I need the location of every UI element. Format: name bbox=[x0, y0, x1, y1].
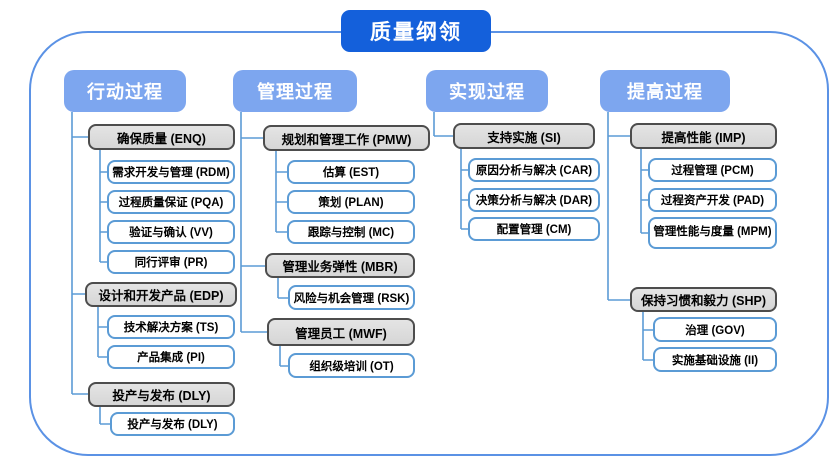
group-box-mwf: 管理员工 (MWF) bbox=[267, 318, 415, 346]
leaf-box-ts: 技术解决方案 (TS) bbox=[107, 315, 235, 339]
leaf-box-dar: 决策分析与解决 (DAR) bbox=[468, 188, 600, 212]
leaf-box-rsk: 风险与机会管理 (RSK) bbox=[288, 285, 415, 310]
group-box-dly: 投产与发布 (DLY) bbox=[88, 382, 235, 407]
group-box-pmw: 规划和管理工作 (PMW) bbox=[263, 125, 430, 151]
leaf-box-plan: 策划 (PLAN) bbox=[287, 190, 415, 214]
leaf-box-mc: 跟踪与控制 (MC) bbox=[287, 220, 415, 244]
group-box-edp: 设计和开发产品 (EDP) bbox=[85, 282, 237, 307]
leaf-box-est: 估算 (EST) bbox=[287, 160, 415, 184]
leaf-box-vv: 验证与确认 (VV) bbox=[107, 220, 235, 244]
group-box-imp: 提高性能 (IMP) bbox=[630, 123, 777, 149]
column-header-implementation-process: 实现过程 bbox=[426, 70, 548, 112]
leaf-box-pqa: 过程质量保证 (PQA) bbox=[107, 190, 235, 214]
leaf-box-rdm: 需求开发与管理 (RDM) bbox=[107, 160, 235, 184]
column-header-management-process: 管理过程 bbox=[233, 70, 357, 112]
group-box-si: 支持实施 (SI) bbox=[453, 123, 595, 149]
group-box-shp: 保持习惯和毅力 (SHP) bbox=[630, 287, 777, 312]
diagram-title: 质量纲领 bbox=[341, 10, 491, 52]
leaf-box-ot: 组织级培训 (OT) bbox=[288, 353, 415, 378]
group-box-enq: 确保质量 (ENQ) bbox=[88, 124, 235, 150]
column-header-improvement-process: 提高过程 bbox=[600, 70, 730, 112]
leaf-box-gov: 治理 (GOV) bbox=[653, 317, 777, 342]
leaf-box-mpm: 管理性能与度量 (MPM) bbox=[648, 217, 777, 249]
group-box-mbr: 管理业务弹性 (MBR) bbox=[265, 253, 415, 278]
leaf-box-ii: 实施基础设施 (II) bbox=[653, 347, 777, 372]
column-header-action-process: 行动过程 bbox=[64, 70, 186, 112]
leaf-box-car: 原因分析与解决 (CAR) bbox=[468, 158, 600, 182]
leaf-box-pcm: 过程管理 (PCM) bbox=[648, 158, 777, 182]
leaf-box-pr: 同行评审 (PR) bbox=[107, 250, 235, 274]
leaf-box-cm: 配置管理 (CM) bbox=[468, 217, 600, 241]
leaf-box-dly: 投产与发布 (DLY) bbox=[110, 412, 235, 436]
leaf-box-pad: 过程资产开发 (PAD) bbox=[648, 188, 777, 212]
leaf-box-pi: 产品集成 (PI) bbox=[107, 345, 235, 369]
